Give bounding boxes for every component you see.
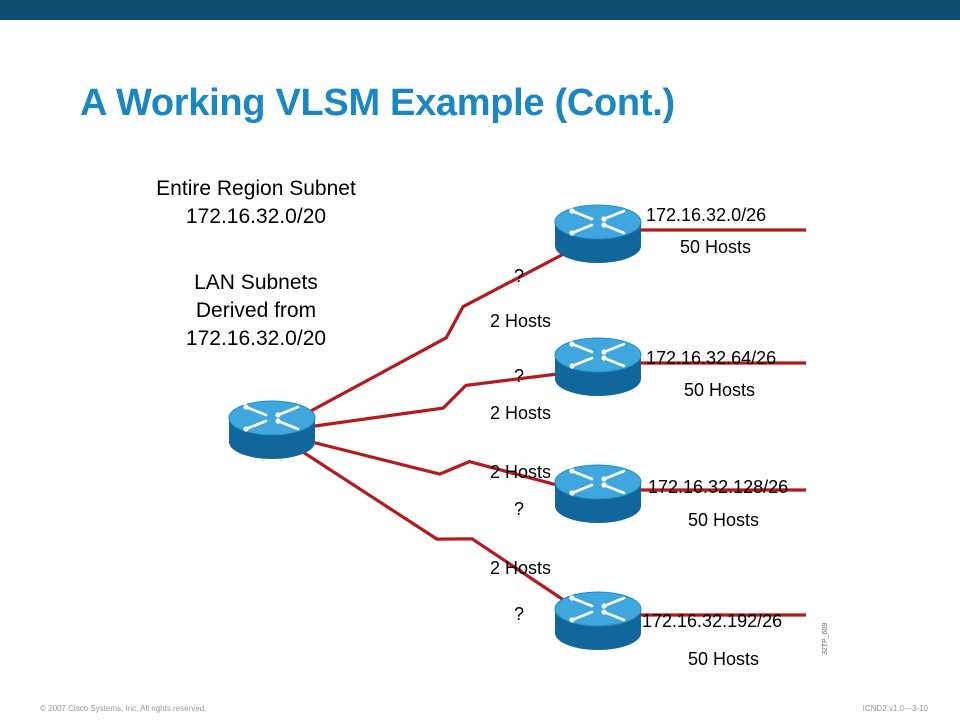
routers [228, 204, 642, 650]
region-subnet-info: Entire Region Subnet 172.16.32.0/20 [126, 175, 386, 231]
branch-router-icon-2 [554, 337, 642, 396]
lan-hosts-label-1: 50 Hosts [680, 237, 752, 257]
lan-hosts-label-2: 50 Hosts [684, 380, 756, 400]
branch-router-icon-3 [554, 464, 642, 523]
wan-hosts-label-2: 2 Hosts [490, 403, 552, 423]
wan-subnet-label-3: ? [514, 499, 525, 519]
lan-subnets-source: 172.16.32.0/20 [185, 327, 327, 350]
copyright-notice: © 2007 Cisco Systems, Inc. All rights re… [40, 704, 207, 713]
hub-router-icon [228, 400, 316, 459]
lan-subnets-heading: LAN Subnets [194, 271, 318, 294]
wan-subnet-label-1: ? [514, 266, 525, 286]
wan-hosts-label-4: 2 Hosts [490, 558, 552, 578]
branch-router-icon-4 [554, 591, 642, 650]
wan-hosts-label-3: 2 Hosts [490, 462, 552, 482]
lan-hosts-label-3: 50 Hosts [688, 510, 760, 530]
lan-hosts-label-4: 50 Hosts [688, 649, 760, 669]
wan-subnet-label-2: ? [514, 366, 525, 386]
wan-links [271, 234, 599, 625]
wan-link-1 [271, 234, 599, 434]
lan-subnet-label-4: 172.16.32.192/26 [642, 611, 783, 631]
lan-subnets-derived: Derived from [195, 299, 317, 322]
lan-subnet-label-2: 172.16.32.64/26 [646, 348, 777, 368]
header-bar [0, 0, 960, 20]
branch-router-icon-1 [554, 204, 642, 263]
wan-link-2 [271, 367, 599, 434]
wan-link-4 [271, 430, 599, 625]
figure-code: 32TP_609 [822, 622, 829, 655]
wan-hosts-label-1: 2 Hosts [490, 311, 552, 331]
lan-subnet-label-3: 172.16.32.128/26 [648, 477, 789, 497]
region-subnet-heading: Entire Region Subnet [156, 177, 356, 200]
course-slide-number: ICND2 v1.0—3-10 [862, 704, 928, 713]
lan-segments [638, 228, 806, 617]
wan-link-3 [271, 430, 599, 498]
wan-subnet-label-4: ? [514, 604, 525, 624]
lan-subnet-label-1: 172.16.32.0/26 [646, 205, 767, 225]
lan-subnets-info: LAN Subnets Derived from 172.16.32.0/20 [136, 269, 376, 353]
region-subnet-value: 172.16.32.0/20 [185, 205, 327, 228]
slide-title: A Working VLSM Example (Cont.) [80, 82, 675, 124]
